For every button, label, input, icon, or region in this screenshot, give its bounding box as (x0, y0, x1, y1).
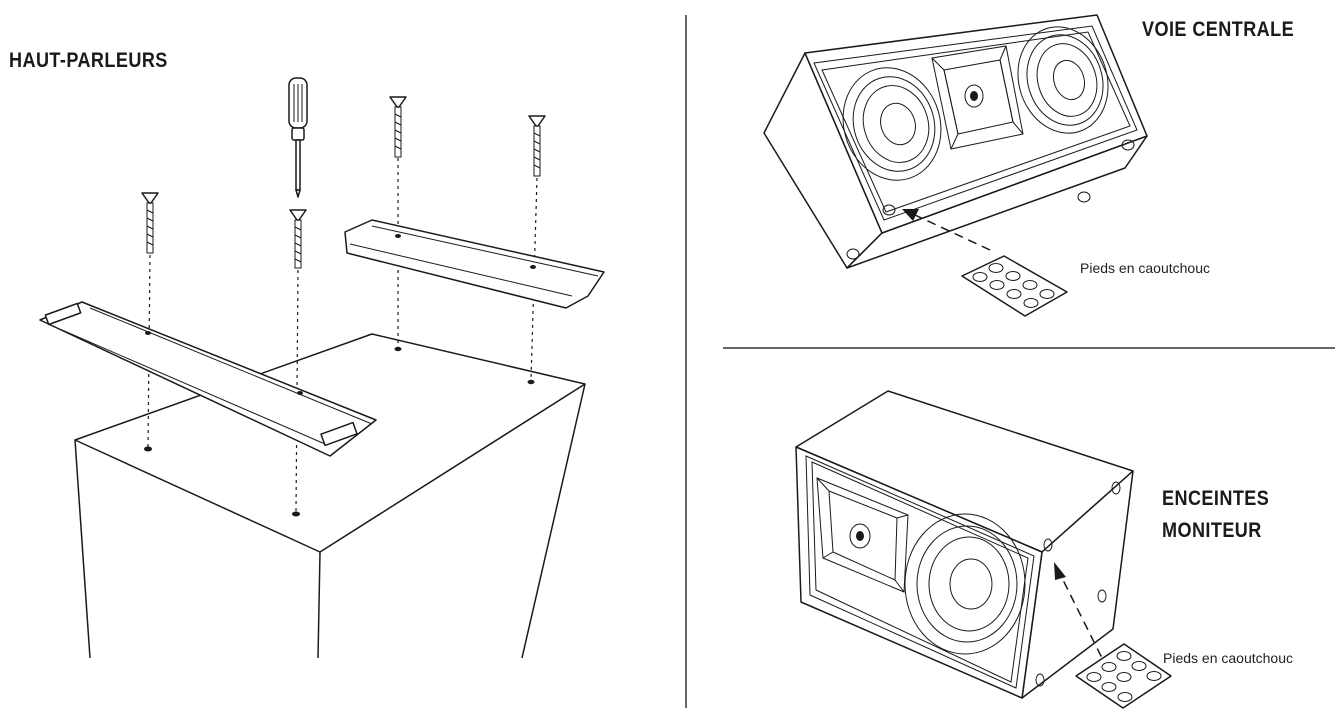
screw-icon (528, 115, 546, 177)
floor-speaker-cabinet (74, 333, 586, 659)
haut-parleurs-title: HAUT-PARLEURS (9, 49, 168, 72)
rubber-feet-icon (1075, 643, 1172, 709)
arrow-icon (1054, 562, 1109, 671)
center-channel-speaker (763, 14, 1148, 269)
enceintes-title-line1: ENCEINTES (1162, 487, 1270, 510)
monitor-feet-label: Pieds en caoutchouc (1163, 650, 1293, 666)
screw-icon (141, 192, 159, 254)
screw-icon (389, 96, 407, 158)
speaker-foot-bar-right (344, 219, 605, 309)
screw-icon (289, 209, 307, 269)
center-feet-label: Pieds en caoutchouc (1080, 260, 1210, 276)
moniteur-title-line2: MONITEUR (1162, 519, 1262, 542)
cabinet-screw-holes (144, 346, 535, 517)
screwdriver-icon (288, 77, 308, 198)
voie-centrale-title: VOIE CENTRALE (1142, 18, 1295, 41)
arrow-icon (902, 209, 991, 251)
monitor-speaker (795, 390, 1134, 699)
speaker-foot-bar-left (39, 301, 377, 457)
rubber-feet-icon (961, 255, 1068, 317)
